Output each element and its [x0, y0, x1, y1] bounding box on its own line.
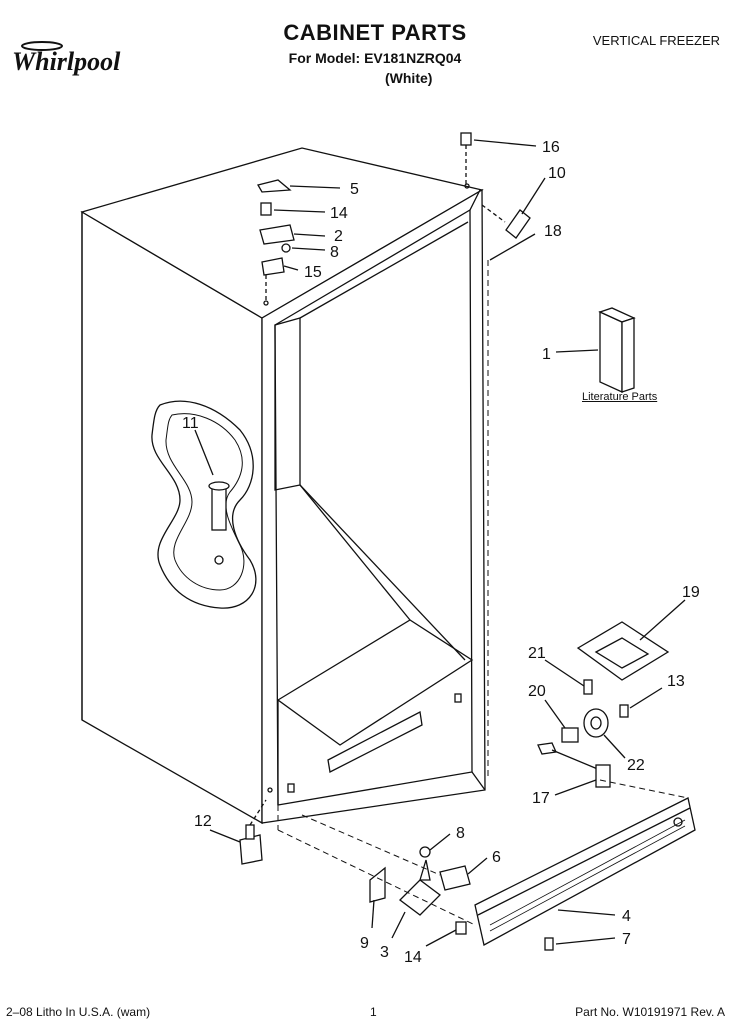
callout-22: 22	[627, 757, 645, 774]
part-washer-8b	[419, 846, 431, 858]
part-hinge-bottom-3	[399, 879, 441, 916]
product-category: VERTICAL FREEZER	[592, 33, 720, 48]
callout-16: 16	[542, 139, 560, 156]
callout-14-top: 14	[330, 205, 348, 222]
model-subtitle: For Model: EV181NZRQ04	[288, 50, 462, 66]
model-color: (White)	[385, 70, 433, 86]
callout-12: 12	[194, 813, 212, 830]
part-switch-17	[537, 742, 557, 755]
callout-18: 18	[544, 223, 562, 240]
part-screw-21	[583, 679, 593, 695]
part-bracket-9	[369, 866, 386, 903]
callout-19: 19	[682, 584, 700, 601]
callout-7: 7	[622, 931, 631, 948]
callout-6: 6	[492, 849, 501, 866]
callout-2: 2	[334, 228, 343, 245]
part-hinge-cover	[257, 179, 292, 193]
callout-8-top: 8	[330, 244, 339, 261]
part-toe-grille	[474, 797, 696, 946]
callout-21: 21	[528, 645, 546, 662]
callout-8-bottom: 8	[456, 825, 465, 842]
part-leveling-bracket	[576, 621, 670, 681]
callout-3: 3	[380, 944, 389, 961]
part-roller-22	[583, 708, 609, 738]
footer-print-info: 2–08 Litho In U.S.A. (wam)	[6, 1005, 151, 1019]
part-screw-14a	[260, 202, 272, 216]
part-spacer-20	[561, 727, 579, 743]
callout-17: 17	[532, 790, 550, 807]
part-washer-8a	[281, 243, 291, 253]
svg-text:Whirlpool: Whirlpool	[12, 47, 121, 76]
callout-15: 15	[304, 264, 322, 281]
callout-13: 13	[667, 673, 685, 690]
callout-14-bottom: 14	[404, 949, 422, 966]
part-bumper-10	[505, 209, 531, 239]
callout-20: 20	[528, 683, 546, 700]
footer-page-number: 1	[370, 1005, 377, 1019]
whirlpool-logo: Whirlpool	[12, 38, 152, 80]
literature-parts-label: Literature Parts	[582, 391, 658, 403]
callout-10: 10	[548, 165, 566, 182]
part-screw-14b	[455, 921, 467, 935]
callout-4: 4	[622, 908, 631, 925]
literature-book	[599, 310, 623, 394]
page-title: CABINET PARTS	[283, 20, 467, 45]
callout-11: 11	[182, 415, 199, 432]
part-screw-13	[619, 704, 629, 718]
callout-1: 1	[542, 346, 551, 363]
part-bushing-6	[439, 865, 471, 891]
footer-part-number: Part No. W10191971 Rev. A	[575, 1005, 725, 1019]
part-hinge	[259, 224, 295, 245]
part-pin-16	[460, 132, 472, 146]
part-screw-7	[544, 937, 554, 951]
cabinet-body	[80, 147, 486, 825]
part-hinge-plate	[261, 257, 285, 276]
callout-9: 9	[360, 935, 369, 952]
callout-5: 5	[350, 181, 359, 198]
